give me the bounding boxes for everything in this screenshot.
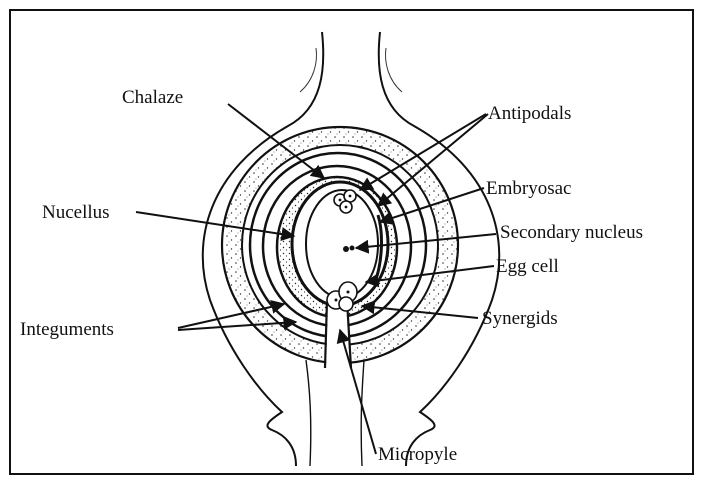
label-integuments: Integuments: [20, 319, 114, 340]
label-egg-cell: Egg cell: [496, 256, 559, 277]
label-antipodals: Antipodals: [488, 103, 571, 124]
label-embryosac: Embryosac: [486, 178, 571, 199]
label-synergids: Synergids: [482, 308, 558, 329]
label-secondary-nucleus: Secondary nucleus: [500, 222, 643, 243]
label-nucellus: Nucellus: [42, 202, 110, 223]
funicle: [306, 360, 311, 466]
ovary-wall-inner-left: [300, 48, 316, 92]
label-chalaze: Chalaze: [122, 87, 183, 108]
label-micropyle: Micropyle: [378, 444, 457, 465]
ovary-wall-inner-right: [386, 48, 402, 92]
